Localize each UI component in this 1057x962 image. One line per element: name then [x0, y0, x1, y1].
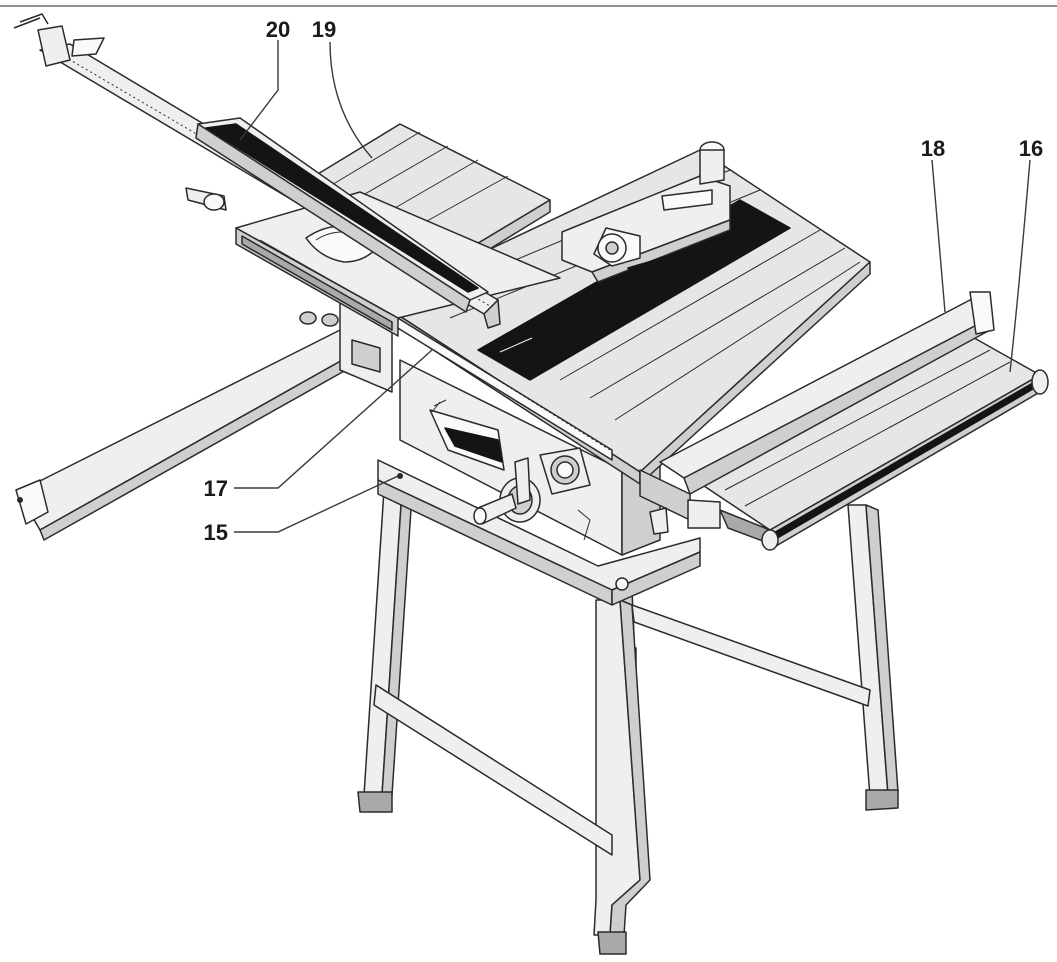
leader-20 [239, 40, 279, 141]
stand [357, 459, 899, 955]
leader-18 [931, 159, 946, 313]
table-extension [679, 329, 1049, 551]
leader-17 [234, 349, 433, 489]
callout-19: 19 [312, 17, 336, 42]
main-table [377, 149, 871, 485]
leader-19 [329, 41, 373, 159]
blade-guard [561, 141, 731, 283]
callout-16: 16 [1019, 136, 1043, 161]
leader-15 [234, 475, 399, 533]
callout-17: 17 [204, 476, 228, 501]
callout-20: 20 [266, 17, 290, 42]
callout-15: 15 [204, 520, 228, 545]
callout-18: 18 [921, 136, 945, 161]
support-arm [15, 319, 379, 541]
rip-fence [639, 291, 995, 535]
leader-lines [234, 40, 1031, 533]
leader-16 [1009, 159, 1031, 373]
sliding-carriage [13, 13, 561, 337]
